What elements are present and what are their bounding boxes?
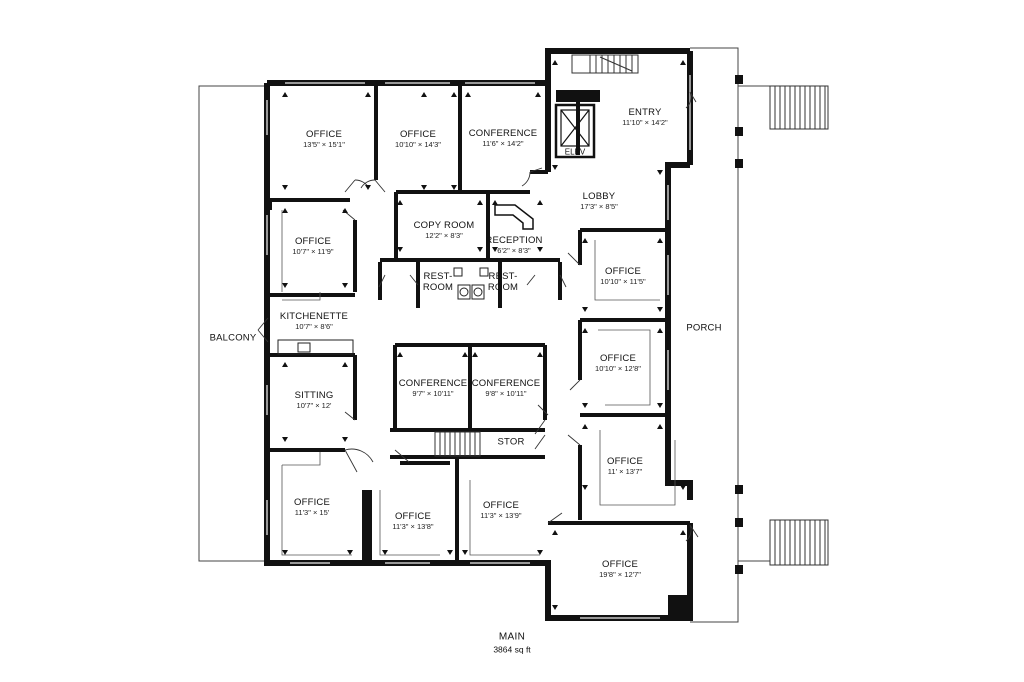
room-name: LOBBY [582, 191, 616, 203]
room-label: OFFICE 11'3" × 15' [293, 497, 331, 518]
room-label: ENTRY 11'10" × 14'2" [622, 107, 668, 128]
room-dimensions: 10'10" × 11'5" [600, 277, 646, 287]
restroom-label-line: ROOM [422, 282, 454, 293]
room-label: OFFICE 11'3" × 13'9" [480, 500, 522, 521]
room-label: KITCHENETTE 10'7" × 8'6" [279, 311, 349, 332]
room-dimensions: 11'6" × 14'2" [482, 139, 524, 149]
room-dimensions: 10'10" × 14'3" [395, 140, 441, 150]
porch-label: PORCH [686, 322, 722, 334]
room-label: RECEPTION 6'2" × 8'3" [485, 235, 543, 256]
room-dimensions: 10'7" × 11'9" [292, 247, 334, 257]
balcony-label: BALCONY [209, 332, 257, 344]
restroom-label: REST- ROOM [422, 271, 454, 294]
porch-stairs-bottom [769, 519, 829, 566]
room-label: OFFICE 10'10" × 14'3" [395, 129, 441, 150]
room-name: OFFICE [482, 500, 520, 512]
room-name: OFFICE [601, 559, 639, 571]
elevator-symbol [554, 103, 596, 159]
room-dimensions: 9'7" × 10'11" [412, 389, 454, 399]
room-dimensions: 11'10" × 14'2" [622, 118, 668, 128]
restroom-label-line: REST- [423, 271, 453, 283]
entry-stairs [571, 54, 639, 74]
room-name: OFFICE [399, 129, 437, 141]
windows [266, 75, 691, 619]
restroom-fixtures [453, 267, 489, 300]
porch-posts [735, 75, 743, 574]
room-name: KITCHENETTE [279, 311, 349, 323]
room-name: OFFICE [293, 497, 331, 509]
porch-stairs-top [769, 85, 829, 130]
balcony-outline [198, 85, 264, 562]
room-dimensions: 13'5" × 15'1" [303, 140, 345, 150]
room-name: OFFICE [606, 456, 644, 468]
room-name: OFFICE [394, 511, 432, 523]
restroom-label-line: REST- [488, 271, 518, 283]
room-name: CONFERENCE [471, 378, 541, 390]
room-name: OFFICE [305, 129, 343, 141]
room-label: CONFERENCE 9'8" × 10'11" [471, 378, 541, 399]
restroom-label-line: ROOM [487, 282, 519, 293]
room-dimensions: 12'2" × 8'3" [425, 231, 463, 241]
reception-desk [494, 204, 534, 230]
room-label: OFFICE 10'10" × 12'8" [595, 353, 641, 374]
room-dimensions: 11' × 13'7" [607, 467, 643, 477]
room-label: OFFICE 10'10" × 11'5" [600, 266, 646, 287]
room-name: RECEPTION [485, 235, 543, 247]
porch-outline [690, 47, 770, 623]
storage-label: STOR [497, 436, 525, 448]
room-name: OFFICE [294, 236, 332, 248]
floor-title: MAIN [498, 631, 526, 643]
room-name: CONFERENCE [468, 128, 538, 140]
room-dimensions: 6'2" × 8'3" [497, 246, 531, 256]
room-name: SITTING [294, 390, 334, 402]
room-label: OFFICE 13'5" × 15'1" [303, 129, 345, 150]
thick-wall-blocks [264, 90, 690, 618]
room-dimensions: 9'8" × 10'11" [485, 389, 527, 399]
cabinet-outlines [281, 210, 676, 556]
room-label: CONFERENCE 9'7" × 10'11" [398, 378, 468, 399]
elevator-label: ELEV [564, 147, 586, 157]
room-dimensions: 10'7" × 8'6" [295, 322, 333, 332]
room-dimensions: 19'8" × 12'7" [599, 570, 641, 580]
interior-stairs [434, 431, 481, 457]
room-name: OFFICE [604, 266, 642, 278]
room-dimensions: 10'10" × 12'8" [595, 364, 641, 374]
room-dimensions: 11'3" × 13'9" [480, 511, 522, 521]
room-dimensions: 17'3" × 8'5" [580, 202, 618, 212]
room-name: CONFERENCE [398, 378, 468, 390]
interior-walls [267, 83, 690, 563]
room-label: OFFICE 11' × 13'7" [606, 456, 644, 477]
room-label: OFFICE 10'7" × 11'9" [292, 236, 334, 257]
room-label: COPY ROOM 12'2" × 8'3" [413, 220, 475, 241]
kitchenette-counter [277, 339, 354, 355]
room-dimensions: 11'3" × 13'8" [392, 522, 434, 532]
door-swings [257, 91, 699, 542]
room-dimensions: 10'7" × 12' [296, 401, 332, 411]
room-name: ENTRY [628, 107, 662, 119]
room-label: OFFICE 19'8" × 12'7" [599, 559, 641, 580]
room-name: OFFICE [599, 353, 637, 365]
room-name: COPY ROOM [413, 220, 475, 232]
floor-area: 3864 sq ft [493, 644, 531, 655]
room-dimensions: 11'3" × 15' [294, 508, 330, 518]
room-label: CONFERENCE 11'6" × 14'2" [468, 128, 538, 149]
floor-caption: MAIN 3864 sq ft [493, 631, 530, 656]
restroom-label: REST- ROOM [487, 271, 519, 294]
corner-markers [282, 60, 686, 610]
room-label: OFFICE 11'3" × 13'8" [392, 511, 434, 532]
room-label: SITTING 10'7" × 12' [294, 390, 334, 411]
room-label: LOBBY 17'3" × 8'5" [580, 191, 618, 212]
